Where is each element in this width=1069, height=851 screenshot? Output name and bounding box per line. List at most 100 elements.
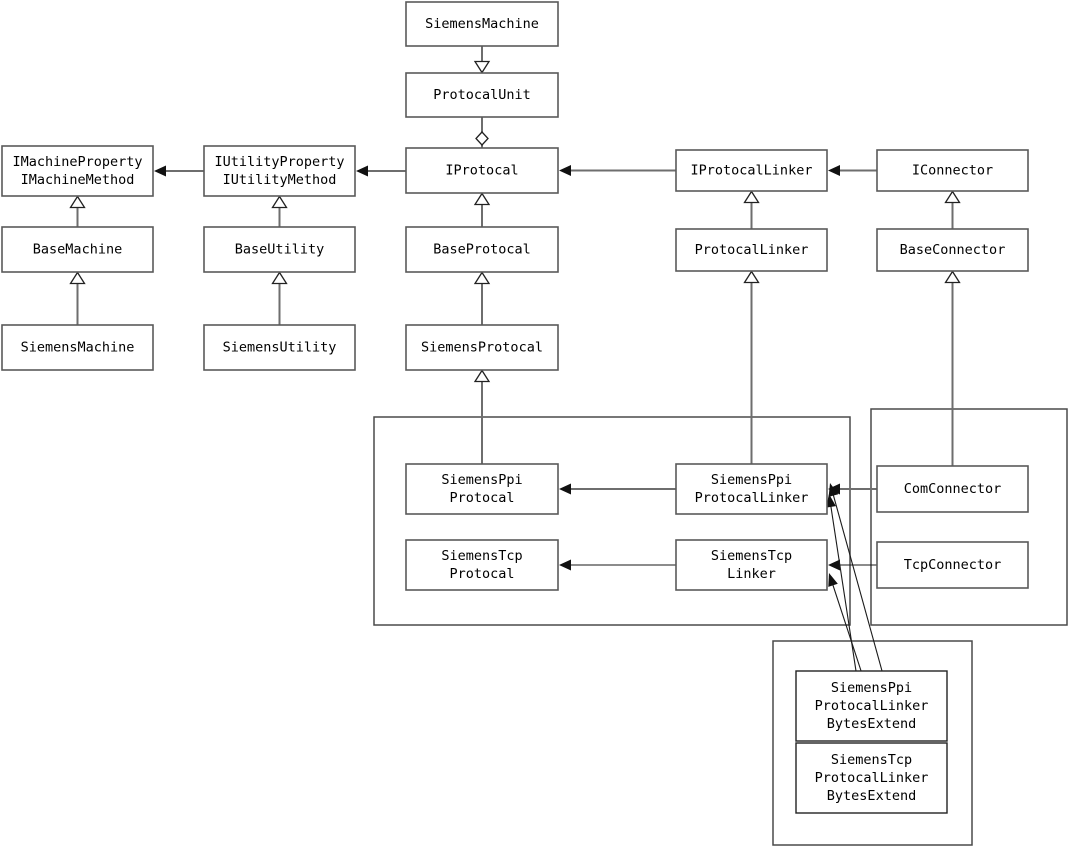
class-label-iConnector-line1: IConnector	[912, 163, 993, 179]
class-box-iConnector[interactable]: IConnector	[876, 149, 1029, 192]
edge-ppilinker-ppiprotocal-arrowhead	[559, 483, 571, 495]
class-label-iMachine-line2: IMachineMethod	[21, 172, 135, 188]
class-box-rect-baseConnector[interactable]	[876, 228, 1029, 272]
class-box-baseProtocal[interactable]: BaseProtocal	[405, 226, 559, 273]
class-box-rect-iProtocal[interactable]	[405, 147, 559, 194]
class-box-siemensUtility[interactable]: SiemensUtility	[203, 324, 356, 371]
class-box-rect-protocalUnit[interactable]	[405, 72, 559, 118]
class-box-baseUtility[interactable]: BaseUtility	[203, 226, 356, 273]
connector-implementations-group	[870, 408, 1068, 626]
class-label-iMachine-line1: IMachineProperty	[12, 154, 142, 170]
class-box-protocalUnit[interactable]: ProtocalUnit	[405, 72, 559, 118]
class-box-rect-siemensPpiProtocal[interactable]	[405, 463, 559, 515]
class-label-baseConnector-line1: BaseConnector	[900, 242, 1006, 258]
class-box-rect-protocalLinker[interactable]	[675, 228, 828, 272]
edge-protocalunit-iprotocal-diamond	[475, 131, 489, 146]
class-box-iProtocalLinker[interactable]: IProtocalLinker	[675, 149, 828, 192]
class-label-siemensMachineTop-line1: SiemensMachine	[425, 16, 539, 32]
edge-bytesextend-ppilinker-alt-arrowhead	[828, 483, 839, 497]
class-box-tcpConnector[interactable]: TcpConnector	[876, 541, 1029, 589]
class-box-rect-tcpConnector[interactable]	[876, 541, 1029, 589]
class-box-siemensMachineTop[interactable]: SiemensMachine	[405, 1, 559, 47]
class-box-rect-siemensTcpBytesExtend[interactable]	[795, 742, 948, 814]
class-label-siemensPpiBytesExtend-line1: SiemensPpi	[831, 680, 912, 696]
class-box-rect-siemensTcpLinker[interactable]	[675, 539, 828, 591]
edge-siemensmachine-basemachine-arrowhead	[69, 271, 86, 285]
edge-siemensprotocal-baseprotocal-arrowhead	[473, 271, 491, 285]
group-boxes-layer	[373, 408, 1068, 846]
class-label-siemensTcpBytesExtend-line3: BytesExtend	[827, 788, 916, 804]
edge-iutility-imachine-arrowhead	[154, 165, 166, 177]
class-label-siemensTcpBytesExtend-line1: SiemensTcp	[831, 752, 912, 768]
class-label-siemensPpiProtocal-line2: Protocal	[449, 490, 514, 506]
edge-siemensutility-baseutility-arrowhead	[271, 271, 288, 285]
edge-tcpbytesextend-tcplinker-arrowhead	[828, 573, 838, 587]
edge-comconnector-baseconnector-arrowhead	[944, 270, 961, 284]
class-label-siemensPpiProtocalLinker-line2: ProtocalLinker	[695, 490, 809, 506]
class-box-rect-siemensPpiProtocalLinker[interactable]	[675, 463, 828, 515]
class-label-siemensTcpLinker-line1: SiemensTcp	[711, 548, 792, 564]
class-box-comConnector[interactable]: ComConnector	[876, 465, 1029, 513]
class-label-tcpConnector-line1: TcpConnector	[904, 557, 1002, 573]
edge-siemensppilinker-protocallinker-arrowhead	[743, 270, 760, 284]
class-label-iProtocalLinker-line1: IProtocalLinker	[691, 163, 813, 179]
edge-ppibytesextend-ppilinker-arrowhead	[826, 494, 836, 508]
class-label-baseMachine-line1: BaseMachine	[33, 242, 122, 258]
class-box-rect-iMachine[interactable]	[1, 145, 154, 197]
class-label-siemensTcpBytesExtend-line2: ProtocalLinker	[815, 770, 929, 786]
edge-siemensppiprotocal-siemensprotocal-arrowhead	[473, 369, 491, 383]
edge-baseprotocal-iprotocal-arrowhead	[473, 192, 491, 206]
class-boxes-layer: SiemensMachineProtocalUnitIMachineProper…	[1, 1, 1029, 814]
class-box-baseConnector[interactable]: BaseConnector	[876, 228, 1029, 272]
class-box-iProtocal[interactable]: IProtocal	[405, 147, 559, 194]
class-label-siemensTcpLinker-line2: Linker	[727, 566, 776, 582]
class-box-rect-siemensUtility[interactable]	[203, 324, 356, 371]
class-label-siemensPpiProtocal-line1: SiemensPpi	[441, 472, 522, 488]
edge-basemachine-imachine-arrowhead	[69, 195, 86, 209]
class-label-baseUtility-line1: BaseUtility	[235, 242, 324, 258]
class-box-siemensProtocal[interactable]: SiemensProtocal	[405, 324, 559, 371]
protocal-implementations-group	[373, 416, 851, 626]
class-box-rect-siemensProtocal[interactable]	[405, 324, 559, 371]
class-box-siemensMachine[interactable]: SiemensMachine	[1, 324, 154, 371]
class-box-rect-baseProtocal[interactable]	[405, 226, 559, 273]
class-box-rect-iConnector[interactable]	[876, 149, 1029, 192]
class-box-rect-iProtocalLinker[interactable]	[675, 149, 828, 192]
class-label-siemensProtocal-line1: SiemensProtocal	[421, 340, 543, 356]
class-box-baseMachine[interactable]: BaseMachine	[1, 226, 154, 273]
class-label-siemensTcpProtocal-line1: SiemensTcp	[441, 548, 522, 564]
class-box-protocalLinker[interactable]: ProtocalLinker	[675, 228, 828, 272]
class-box-rect-comConnector[interactable]	[876, 465, 1029, 513]
class-label-siemensPpiBytesExtend-line2: ProtocalLinker	[815, 698, 929, 714]
class-box-rect-siemensMachine[interactable]	[1, 324, 154, 371]
edge-baseutility-iutility-arrowhead	[271, 195, 288, 209]
edge-protocallinker-iprotocallinker-arrowhead	[743, 190, 760, 204]
edge-iprotocallinker-iprotocal-arrowhead	[559, 165, 571, 176]
class-box-rect-baseUtility[interactable]	[203, 226, 356, 273]
class-label-protocalLinker-line1: ProtocalLinker	[695, 242, 809, 258]
class-label-siemensTcpProtocal-line2: Protocal	[449, 566, 514, 582]
class-label-siemensPpiBytesExtend-line3: BytesExtend	[827, 716, 916, 732]
edge-tcplinker-tcpprotocal-arrowhead	[559, 559, 571, 571]
class-label-baseProtocal-line1: BaseProtocal	[433, 242, 531, 258]
class-box-rect-siemensTcpProtocal[interactable]	[405, 539, 559, 591]
bytes-extend-group	[772, 640, 973, 846]
class-label-iUtility-line2: IUtilityMethod	[223, 172, 337, 188]
class-label-protocalUnit-line1: ProtocalUnit	[433, 87, 531, 103]
class-box-rect-iUtility[interactable]	[203, 145, 356, 197]
edge-iconnector-iprotocallinker-arrowhead	[828, 165, 840, 176]
class-box-rect-siemensPpiBytesExtend[interactable]	[795, 670, 948, 742]
class-box-rect-siemensMachineTop[interactable]	[405, 1, 559, 47]
edges-layer	[69, 46, 961, 742]
class-label-siemensMachine-line1: SiemensMachine	[21, 340, 135, 356]
class-box-rect-baseMachine[interactable]	[1, 226, 154, 273]
